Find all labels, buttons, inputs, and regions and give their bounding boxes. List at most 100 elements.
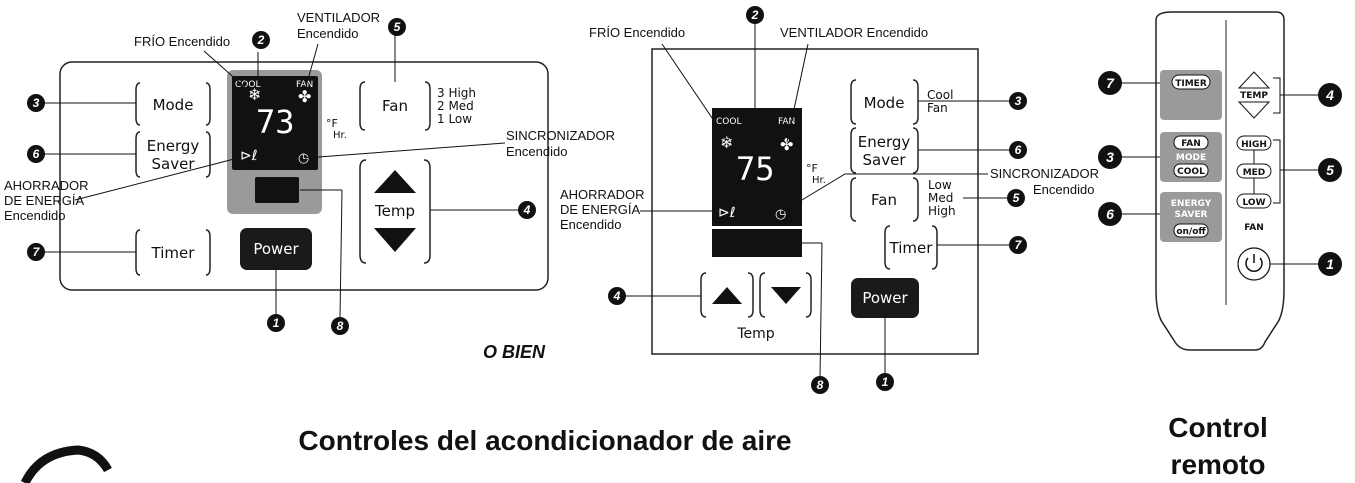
left-display-screen [232,76,318,170]
middle-temp-label: Temp [736,326,774,342]
left-mode-label: Mode [153,96,194,114]
middle-mode-option-1: Cool [927,88,953,102]
middle-energy-label-2: Saver [863,151,907,169]
remote-energy-saver-button[interactable]: ENERGY SAVER on/off [1160,192,1222,242]
remote-mode-label: MODE [1176,153,1206,163]
middle-mode-label: Mode [864,94,905,112]
left-temp-button[interactable]: Temp [359,159,431,264]
left-label-ahorrador-2: DE ENERGÍA [4,193,85,208]
left-fan-button[interactable]: Fan [359,81,431,131]
left-display-temp: 73 [256,103,295,141]
svg-text:7: 7 [1015,238,1023,252]
left-label-ventilador-1: VENTILADOR [297,10,380,25]
left-power-button[interactable]: Power [240,228,312,270]
middle-energy-saver-button[interactable]: Energy Saver [850,127,919,174]
left-callout-3: 3 [27,94,45,112]
left-timer-button[interactable]: Timer [135,229,211,276]
snowflake-icon: ❄ [720,133,733,152]
remote-high-label: HIGH [1241,140,1267,150]
temp-down-icon[interactable] [1237,101,1271,119]
left-mode-button[interactable]: Mode [135,82,211,126]
remote-timer-button[interactable]: TIMER [1160,70,1222,120]
middle-timer-button[interactable]: Timer [884,225,938,270]
svg-text:3: 3 [1015,94,1022,108]
left-energy-saver-button[interactable]: Energy Saver [135,131,211,178]
left-label-ventilador-2: Encendido [297,26,358,41]
temp-down-icon[interactable] [374,228,416,252]
middle-timer-label: Timer [889,239,934,257]
remote-low-button[interactable]: LOW [1236,193,1272,209]
middle-fan-speed-2: Med [928,191,953,205]
left-power-label: Power [253,240,299,258]
left-callout-7: 7 [27,243,45,261]
temp-up-icon[interactable] [712,287,742,304]
fan-icon: ✤ [780,135,793,154]
remote-callout-3: 3 [1098,145,1122,169]
middle-callout-1: 1 [876,373,894,391]
svg-text:4: 4 [613,289,621,303]
middle-label-frio: FRÍO Encendido [589,25,685,40]
remote-callout-6: 6 [1098,202,1122,226]
left-energy-label-1: Energy [147,137,200,155]
temp-up-icon[interactable] [374,170,416,193]
middle-temp-up-button[interactable] [700,272,754,318]
middle-callout-2: 2 [746,6,764,24]
caption-remote-2: remoto [1171,449,1266,480]
temp-up-icon[interactable] [1237,71,1271,89]
remote-med-button[interactable]: MED [1236,163,1272,179]
middle-label-ahorrador-1: AHORRADOR [560,187,645,202]
middle-mode-button[interactable]: Mode [850,79,919,125]
temp-down-icon[interactable] [771,287,801,304]
svg-text:8: 8 [817,378,824,392]
svg-text:1: 1 [1326,256,1334,272]
middle-callout-7: 7 [1009,236,1027,254]
svg-text:5: 5 [394,20,401,34]
middle-panel-border [651,48,979,355]
svg-text:4: 4 [523,203,531,217]
left-unit-hr: Hr. [333,130,347,141]
middle-callout-8: 8 [811,376,829,394]
svg-text:5: 5 [1013,191,1020,205]
decorative-swirl [20,445,112,483]
middle-label-sincronizador: SINCRONIZADOR [990,166,1099,181]
left-fan-speed-2: 2 Med [437,99,474,113]
svg-text:1: 1 [273,316,280,330]
middle-label-sinc-encendido: Encendido [1033,182,1094,197]
middle-label-ventilador: VENTILADOR Encendido [780,25,928,40]
left-fan-label: Fan [382,97,408,115]
middle-control-panel: COOL FAN ❄ ✤ 75 ⊳ℓ ◷ °F Hr. Mode Cool Fa… [560,6,1099,394]
energy-saver-icon: ⊳ℓ [240,148,258,164]
middle-callout-3: 3 [1009,92,1027,110]
middle-fan-speed-1: Low [928,178,952,192]
left-callout-5: 5 [388,18,406,36]
power-icon [1245,257,1263,273]
left-display-fan: FAN [296,80,313,90]
remote-callout-1: 1 [1318,252,1342,276]
left-fan-speed-3: 1 Low [437,112,472,126]
svg-text:8: 8 [337,319,344,333]
left-display-cool: COOL [235,80,260,90]
middle-display-cool: COOL [716,117,741,127]
svg-text:2: 2 [257,33,265,47]
snowflake-icon: ❄ [248,85,261,104]
remote-mode-button[interactable]: FAN MODE COOL [1160,132,1222,182]
remote-temp-buttons[interactable]: TEMP [1237,71,1271,119]
middle-temp-down-button[interactable] [759,272,812,318]
middle-energy-label-1: Energy [858,133,911,151]
middle-mode-option-2: Fan [927,101,948,115]
middle-power-button[interactable]: Power [851,278,919,318]
left-energy-label-2: Saver [152,155,196,173]
remote-fan-label: FAN [1181,139,1201,149]
svg-text:2: 2 [751,8,759,22]
middle-callout-4: 4 [608,287,626,305]
middle-display-fan: FAN [778,117,795,127]
left-callout-1: 1 [267,314,285,332]
middle-fan-button[interactable]: Fan [850,177,919,222]
left-label-ahorrador-1: AHORRADOR [4,178,89,193]
svg-text:3: 3 [33,96,40,110]
remote-fan-caption: FAN [1244,223,1264,233]
remote-power-button[interactable] [1237,247,1271,281]
svg-text:5: 5 [1326,162,1334,178]
middle-unit-f: °F [806,162,818,175]
remote-high-button[interactable]: HIGH [1236,135,1272,151]
